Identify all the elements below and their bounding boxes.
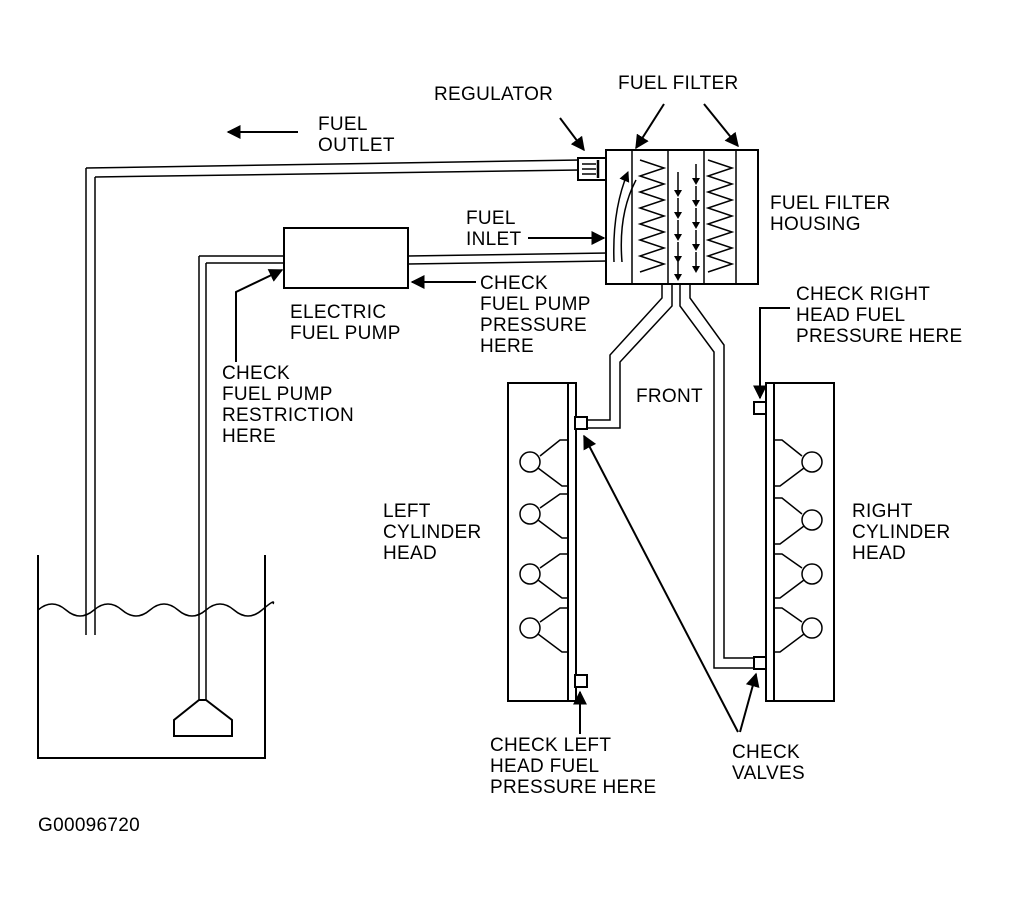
fuel-filter-housing: [605, 149, 759, 285]
fuel-inlet-label: FUEL INLET: [466, 208, 522, 250]
fuel-outlet-line: [85, 159, 581, 178]
fuel-tank: [37, 168, 275, 759]
filter-to-heads-line: [588, 284, 756, 669]
check-fuel-pump-pressure-label: CHECK FUEL PUMP PRESSURE HERE: [480, 273, 591, 357]
callout-arrows: [226, 103, 790, 734]
front-label: FRONT: [636, 386, 703, 407]
left-cylinder-head-label: LEFT CYLINDER HEAD: [383, 501, 482, 564]
pressure-regulator: [577, 157, 607, 181]
check-valves-label: CHECK VALVES: [732, 742, 805, 784]
left-cylinder-head: [507, 382, 588, 702]
electric-fuel-pump: [283, 227, 409, 289]
pump-outlet-line: [407, 252, 609, 265]
fuel-filter-label: FUEL FILTER: [618, 73, 739, 94]
check-right-head-pressure-label: CHECK RIGHT HEAD FUEL PRESSURE HERE: [796, 284, 963, 347]
check-left-head-pressure-label: CHECK LEFT HEAD FUEL PRESSURE HERE: [490, 735, 657, 798]
check-fuel-pump-restriction-label: CHECK FUEL PUMP RESTRICTION HERE: [222, 363, 355, 447]
fuel-filter-housing-label: FUEL FILTER HOUSING: [770, 193, 891, 235]
fuel-outlet-label: FUEL OUTLET: [318, 114, 395, 156]
right-cylinder-head-label: RIGHT CYLINDER HEAD: [852, 501, 951, 564]
pickup-line: [199, 255, 284, 264]
figure-id-label: G00096720: [38, 815, 141, 836]
right-cylinder-head: [753, 382, 835, 702]
regulator-label: REGULATOR: [434, 84, 554, 105]
electric-fuel-pump-label: ELECTRIC FUEL PUMP: [290, 302, 401, 344]
